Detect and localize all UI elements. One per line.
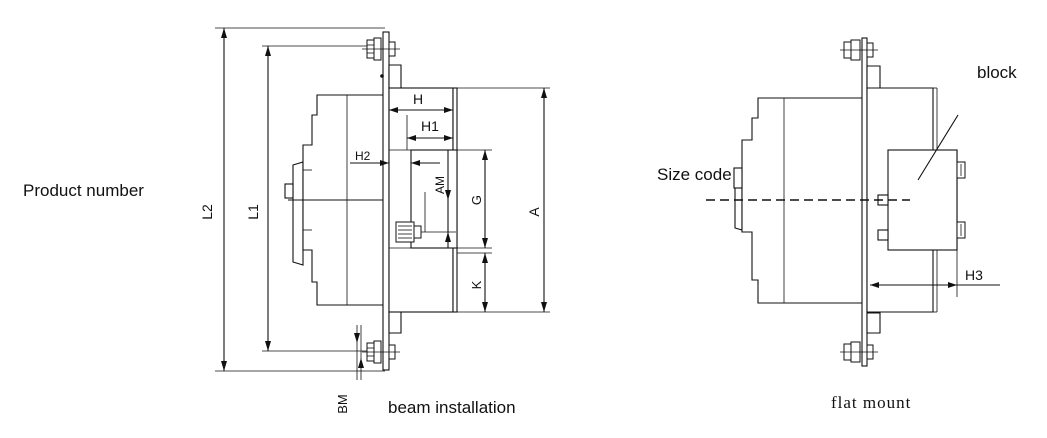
bolt-bottom [362,340,400,364]
block-leader [917,114,959,181]
dim-bm: BM [335,325,364,414]
right-view: H3 block Size code flat mount [657,37,1017,412]
product-number-label: Product number [23,181,144,200]
motor-body [284,94,440,306]
size-code-label: Size code [657,165,732,184]
flat-bolt-bottom [840,341,878,363]
block-label: block [977,63,1017,82]
dim-h3: H3 [870,250,1000,297]
dim-l2: L2 [199,27,385,372]
terminal-block [887,149,958,251]
label-h2: H2 [355,149,371,163]
label-l1: L1 [245,204,261,220]
dim-h: H [389,91,453,113]
block-assembly [388,87,458,313]
dim-a: A [457,87,550,312]
label-l2: L2 [199,204,215,220]
bolt-top [362,37,400,61]
label-h3: H3 [965,267,983,283]
dim-k: K [457,252,550,313]
flat-bolt-top [840,39,878,61]
label-k: K [469,280,484,289]
dim-am: AM [433,150,451,248]
beam-installation-caption: beam installation [388,398,516,417]
label-a: A [526,207,542,217]
dim-h2: H2 [350,149,440,166]
label-h: H [413,91,423,107]
label-bm: BM [335,394,350,414]
dim-g: G [457,149,492,249]
label-h1: H1 [421,118,439,134]
dim-h1: H1 [406,115,453,150]
label-g: G [469,195,484,205]
label-am: AM [433,176,447,194]
left-view: L2 L1 [23,27,550,417]
dim-l1: L1 [245,45,370,352]
flat-mount-caption: flat mount [831,393,911,412]
